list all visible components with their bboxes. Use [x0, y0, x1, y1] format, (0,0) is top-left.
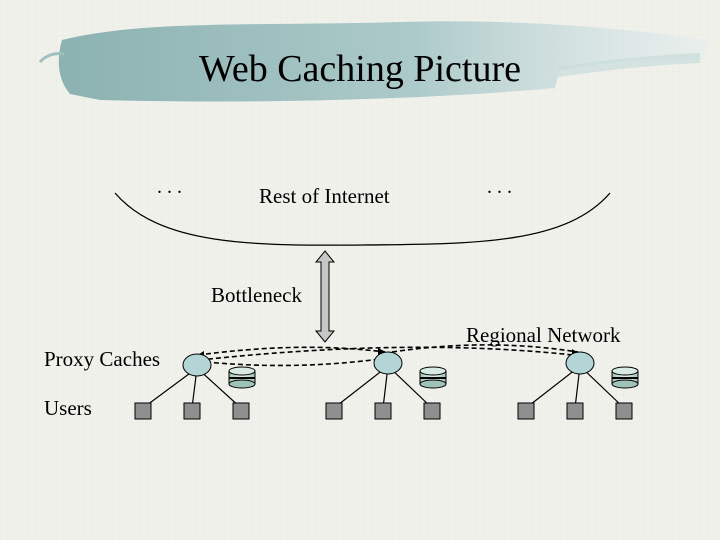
ellipsis-left: . . . — [157, 176, 182, 198]
user-node — [325, 402, 343, 420]
user-node — [134, 402, 152, 420]
internet-label: Rest of Internet — [259, 184, 390, 208]
bottleneck-label: Bottleneck — [211, 283, 302, 307]
slide-title: Web Caching Picture — [199, 48, 521, 90]
user-node — [374, 402, 392, 420]
router-node-3 — [565, 351, 595, 375]
user-node — [232, 402, 250, 420]
user-node — [183, 402, 201, 420]
router-node-1 — [182, 353, 212, 377]
user-node — [615, 402, 633, 420]
cache-disk-1 — [228, 366, 256, 389]
user-node — [566, 402, 584, 420]
internet-arc — [114, 192, 611, 246]
user-nodes — [134, 402, 633, 420]
ellipsis-right: . . . — [487, 176, 512, 198]
bottleneck-arrow — [314, 250, 336, 343]
proxy-caches-label: Proxy Caches — [44, 347, 161, 371]
user-node — [423, 402, 441, 420]
router-node-2 — [373, 351, 403, 375]
cache-disk-2 — [419, 366, 447, 389]
cache-disk-3 — [611, 366, 639, 389]
users-label: Users — [44, 396, 92, 420]
user-node — [517, 402, 535, 420]
regional-network-label: Regional Network — [466, 323, 621, 347]
title-banner — [38, 21, 708, 102]
regional-network-links — [197, 344, 583, 367]
